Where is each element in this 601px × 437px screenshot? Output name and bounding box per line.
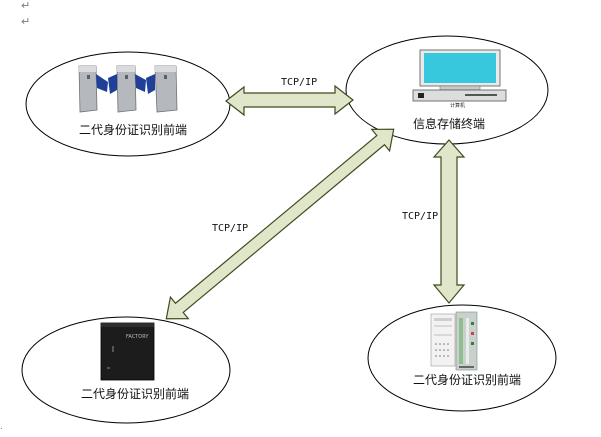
paragraph-mark: ↵ [21, 15, 31, 28]
computer-icon-caption: 计算机 [450, 102, 465, 109]
paragraph-mark: ↵ [21, 0, 31, 12]
node-label-turnstile: 二代身份证识别前端 [79, 122, 187, 137]
link-label-cabinet-server: TCP/IP [212, 223, 248, 234]
page-dot: . [0, 422, 3, 432]
computer-icon: 计算机 [412, 49, 507, 109]
cabinet-icon-caption: FACTORY [126, 334, 149, 340]
link-arrow-turnstile-server [225, 84, 354, 117]
node-label-cabinet: 二代身份证识别前端 [81, 386, 189, 401]
panel-icon [430, 311, 478, 371]
link-arrow-cabinet-server [165, 128, 395, 320]
cabinet-icon: FACTORY [100, 322, 155, 381]
node-label-server: 信息存储终端 [413, 116, 485, 131]
link-arrow-panel-server [432, 139, 466, 304]
node-label-panel: 二代身份证识别前端 [413, 372, 521, 387]
link-label-panel-server: TCP/IP [402, 211, 438, 222]
turnstile-icon [78, 65, 178, 113]
link-label-turnstile-server: TCP/IP [281, 77, 317, 88]
